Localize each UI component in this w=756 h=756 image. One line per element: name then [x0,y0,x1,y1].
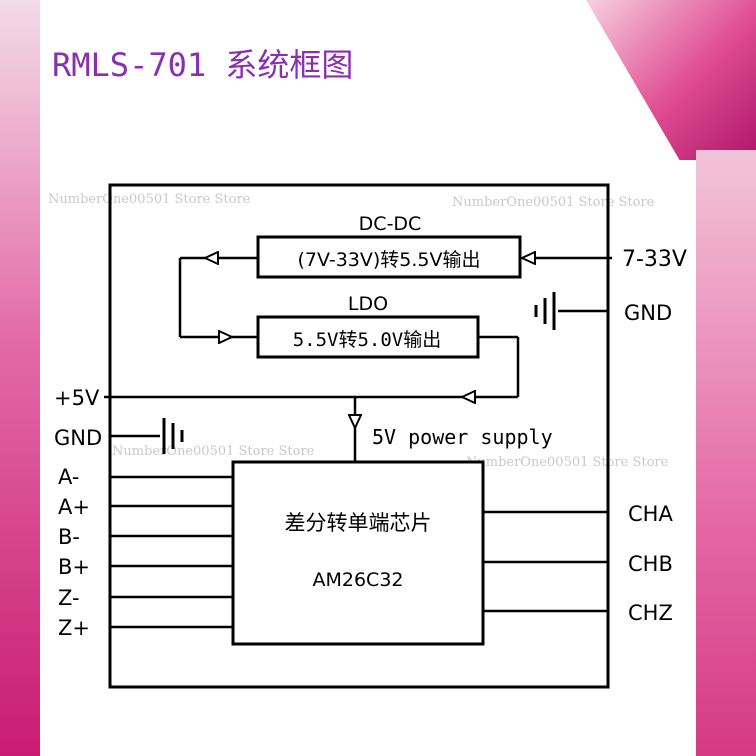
dcdc-block-text: (7V-33V)转5.5V输出 [297,249,480,271]
watermark-text: NumberOne00501 Store Store [452,195,655,210]
pin-label-z-plus: Z+ [58,616,90,640]
chip-output-lines [483,510,608,613]
pin-label-chz: CHZ [628,601,673,625]
ldo-block-name: LDO [348,293,388,315]
background-band-right-lower [696,150,756,756]
background-panel-top [40,0,586,160]
chip-name: 差分转单端芯片 [285,511,432,535]
chip-part-number: AM26C32 [312,569,403,591]
watermark-text: NumberOne00501 Store Store [466,455,669,470]
ground-symbol-left [110,418,184,454]
page-title: RMLS-701 系统框图 [52,46,354,84]
ldo-block-text: 5.5V转5.0V输出 [293,329,442,351]
pin-label-5v: +5V [54,386,100,410]
pin-label-a-plus: A+ [58,495,90,519]
pin-label-b-minus: B- [58,525,80,549]
dcdc-block-name: DC-DC [359,213,422,235]
pin-label-a-minus: A- [58,465,79,489]
pin-label-gnd-right: GND [624,301,672,325]
background-band-left [0,0,40,756]
pin-label-7-33v: 7-33V [622,247,687,272]
pin-label-cha: CHA [628,502,673,526]
chip-input-lines [110,475,233,629]
pin-label-b-plus: B+ [58,555,90,579]
chip-block [231,460,485,646]
pin-label-gnd-left: GND [54,426,102,450]
dcdc-block [256,235,522,279]
pin-label-z-minus: Z- [58,586,80,610]
supply-label: 5V power supply [372,425,553,449]
watermark-text: NumberOne00501 Store Store [112,444,315,459]
pin-label-chb: CHB [628,552,673,576]
ground-symbol-right [534,292,608,330]
watermark-text: NumberOne00501 Store Store [48,192,251,207]
